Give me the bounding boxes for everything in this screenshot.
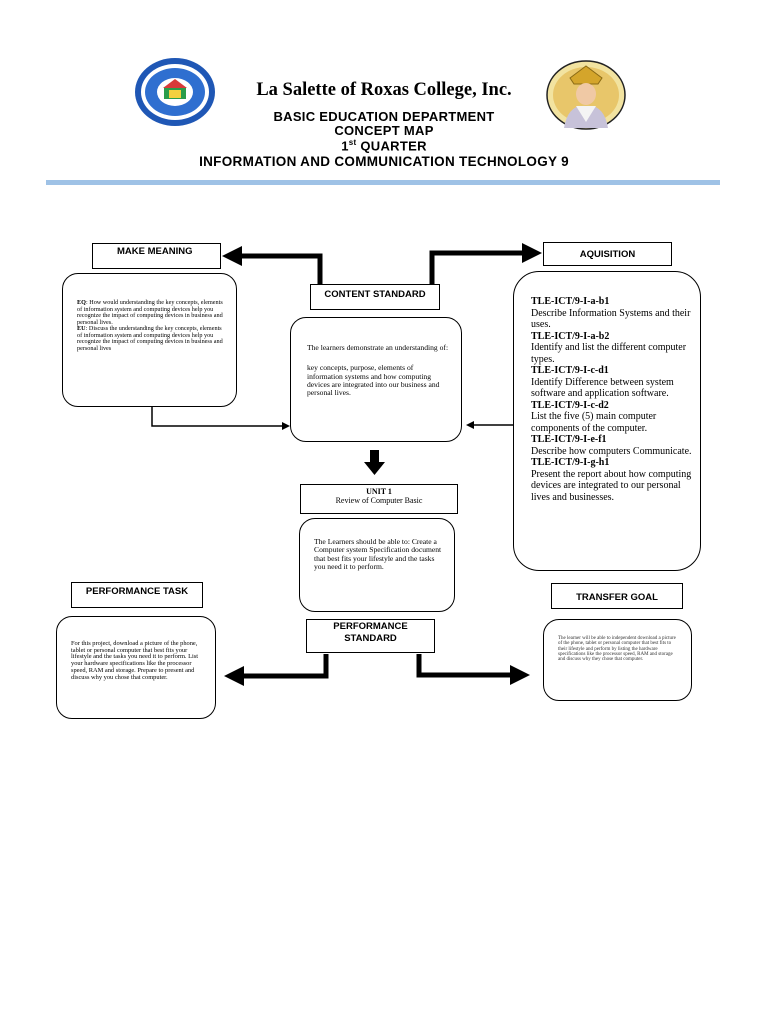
arrow-to-acquisition [429,243,542,284]
make-meaning-label: MAKE MEANING [92,243,221,269]
performance-standard-box: The Learners should be able to: Create a… [299,518,455,612]
acquisition-competency: Present the report about how computing d… [531,468,692,503]
document-title: CONCEPT MAP [334,123,434,138]
unit-subtitle: Review of Computer Basic [335,496,423,505]
transfer-goal-text: The learner will be able to independent … [558,636,676,662]
college-name: La Salette of Roxas College, Inc. [256,80,512,100]
performance-standard-label: PERFORMANCE STANDARD [306,619,435,653]
quarter-title: 1st QUARTER [341,138,427,154]
arrow-down-shaft [370,450,379,462]
acquisition-code: TLE-ICT/9-I-e-f1 [531,434,607,445]
acquisition-competency: Describe Information Systems and their u… [531,307,691,331]
make-meaning-box: EQ: How would understanding the key conc… [62,273,237,407]
acquisition-code: TLE-ICT/9-I-c-d2 [531,399,609,411]
acquisition-label: AQUISITION [543,242,672,266]
arrow-make-meaning-to-content [151,407,282,427]
performance-task-box: For this project, download a picture of … [56,616,216,719]
arrow-to-make-meaning [222,246,323,284]
arrow-to-transfer-goal [416,654,530,685]
department-title: BASIC EDUCATION DEPARTMENT [273,109,495,124]
enduring-understanding: EU: Discuss the understanding the key co… [77,325,223,352]
acquisition-competency: Describe how computers Communicate. [531,445,692,457]
subject-title: INFORMATION AND COMMUNICATION TECHNOLOGY… [199,154,569,169]
acquisition-competency: List the five (5) main computer componen… [531,411,657,434]
content-standard-label: CONTENT STANDARD [310,284,440,310]
content-standard-box: The learners demonstrate an understandin… [290,317,462,442]
arrow-to-performance-task [224,654,329,686]
patron-portrait-logo [546,60,626,130]
unit-box: UNIT 1 Review of Computer Basic [300,484,458,514]
essential-question: EQ: How would understanding the key conc… [77,299,223,326]
school-seal-logo [135,58,215,126]
acquisition-competency: Identify and list the different computer… [531,342,687,365]
acquisition-competency: Identify Difference between system softw… [531,376,674,400]
arrow-down-head [364,462,385,475]
unit-title: UNIT 1 [366,487,392,496]
acquisition-code: TLE-ICT/9-I-c-d1 [531,365,609,376]
transfer-goal-label: TRANSFER GOAL [551,583,683,609]
performance-task-label: PERFORMANCE TASK [71,582,203,608]
header-divider [46,180,720,185]
acquisition-code: TLE-ICT/9-I-a-b1 [531,296,610,307]
acquisition-code: TLE-ICT/9-I-a-b2 [531,330,610,342]
content-standard-body: key concepts, purpose, elements of infor… [307,363,440,398]
performance-standard-text: The Learners should be able to: Create a… [314,537,442,572]
transfer-goal-box: The learner will be able to independent … [543,619,692,701]
acquisition-code: TLE-ICT/9-I-g-h1 [531,457,610,468]
performance-task-text: For this project, download a picture of … [71,640,199,681]
content-standard-intro: The learners demonstrate an understandin… [307,343,449,352]
